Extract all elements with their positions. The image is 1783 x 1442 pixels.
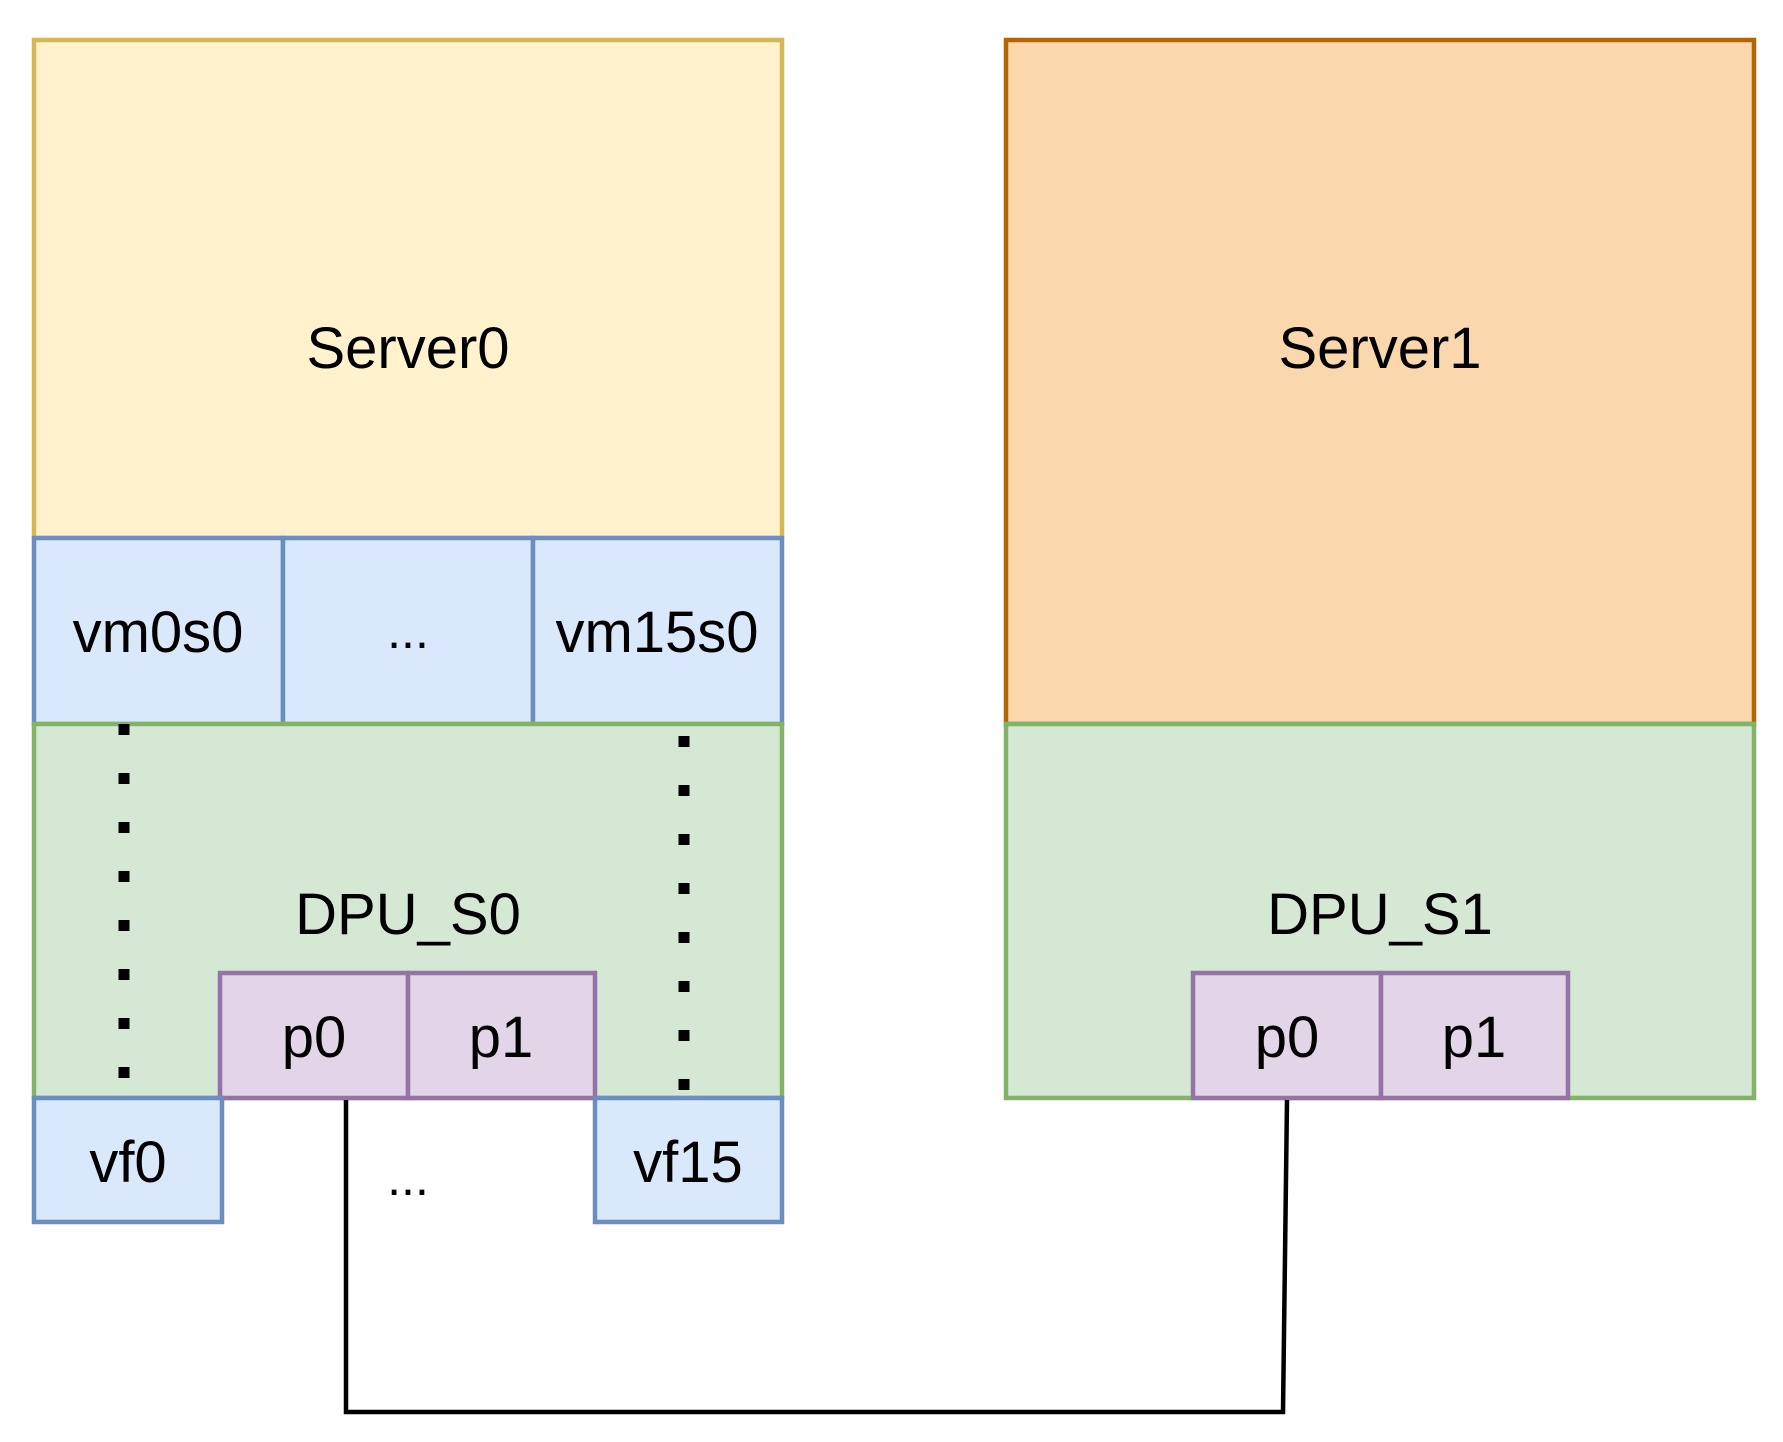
server0-box bbox=[31, 37, 785, 541]
dpu-s0-port-p0-label: p0 bbox=[282, 1005, 347, 1070]
dpu-s0-ports: p0 p1 bbox=[217, 970, 598, 1101]
dpu-s1-port-p1-label: p1 bbox=[1442, 1005, 1507, 1070]
vf-row: vf0 ... vf15 bbox=[31, 1095, 785, 1225]
dpu-s1-ports: p0 p1 bbox=[1190, 970, 1571, 1101]
vm-row: vm0s0 ... vm15s0 bbox=[31, 535, 785, 727]
vm-middle-label: ... bbox=[387, 603, 429, 659]
p0-to-p0-cable bbox=[343, 1099, 1290, 1415]
vf-first-label: vf0 bbox=[89, 1130, 166, 1195]
vf-last-label: vf15 bbox=[633, 1130, 743, 1195]
dpu-s1-port-p0-label: p0 bbox=[1255, 1005, 1320, 1070]
server1-box bbox=[1003, 37, 1757, 727]
vm-first-box bbox=[31, 535, 286, 727]
dpu-s0-label: DPU_S0 bbox=[295, 882, 521, 947]
vm-last-box bbox=[530, 535, 785, 727]
vm-first-label: vm0s0 bbox=[73, 600, 244, 665]
dpu-s0-port-p0 bbox=[217, 970, 411, 1101]
server0-label: Server0 bbox=[306, 316, 509, 381]
vm-middle-box bbox=[280, 535, 536, 727]
server0: Server0 bbox=[31, 37, 785, 541]
dpu-s0-port-p1-label: p1 bbox=[469, 1005, 534, 1070]
vm-last-label: vm15s0 bbox=[555, 600, 758, 665]
dpu-s1-port-p0 bbox=[1190, 970, 1384, 1101]
dpu-s1-label: DPU_S1 bbox=[1267, 882, 1493, 947]
dpu-s0-port-p1 bbox=[405, 970, 598, 1101]
dpu-s1-port-p1 bbox=[1378, 970, 1571, 1101]
vf-middle-label: ... bbox=[387, 1150, 429, 1206]
server1-label: Server1 bbox=[1278, 316, 1481, 381]
server1: Server1 bbox=[1003, 37, 1757, 727]
vf-first-box bbox=[31, 1095, 225, 1225]
vf-last-box bbox=[592, 1095, 785, 1225]
